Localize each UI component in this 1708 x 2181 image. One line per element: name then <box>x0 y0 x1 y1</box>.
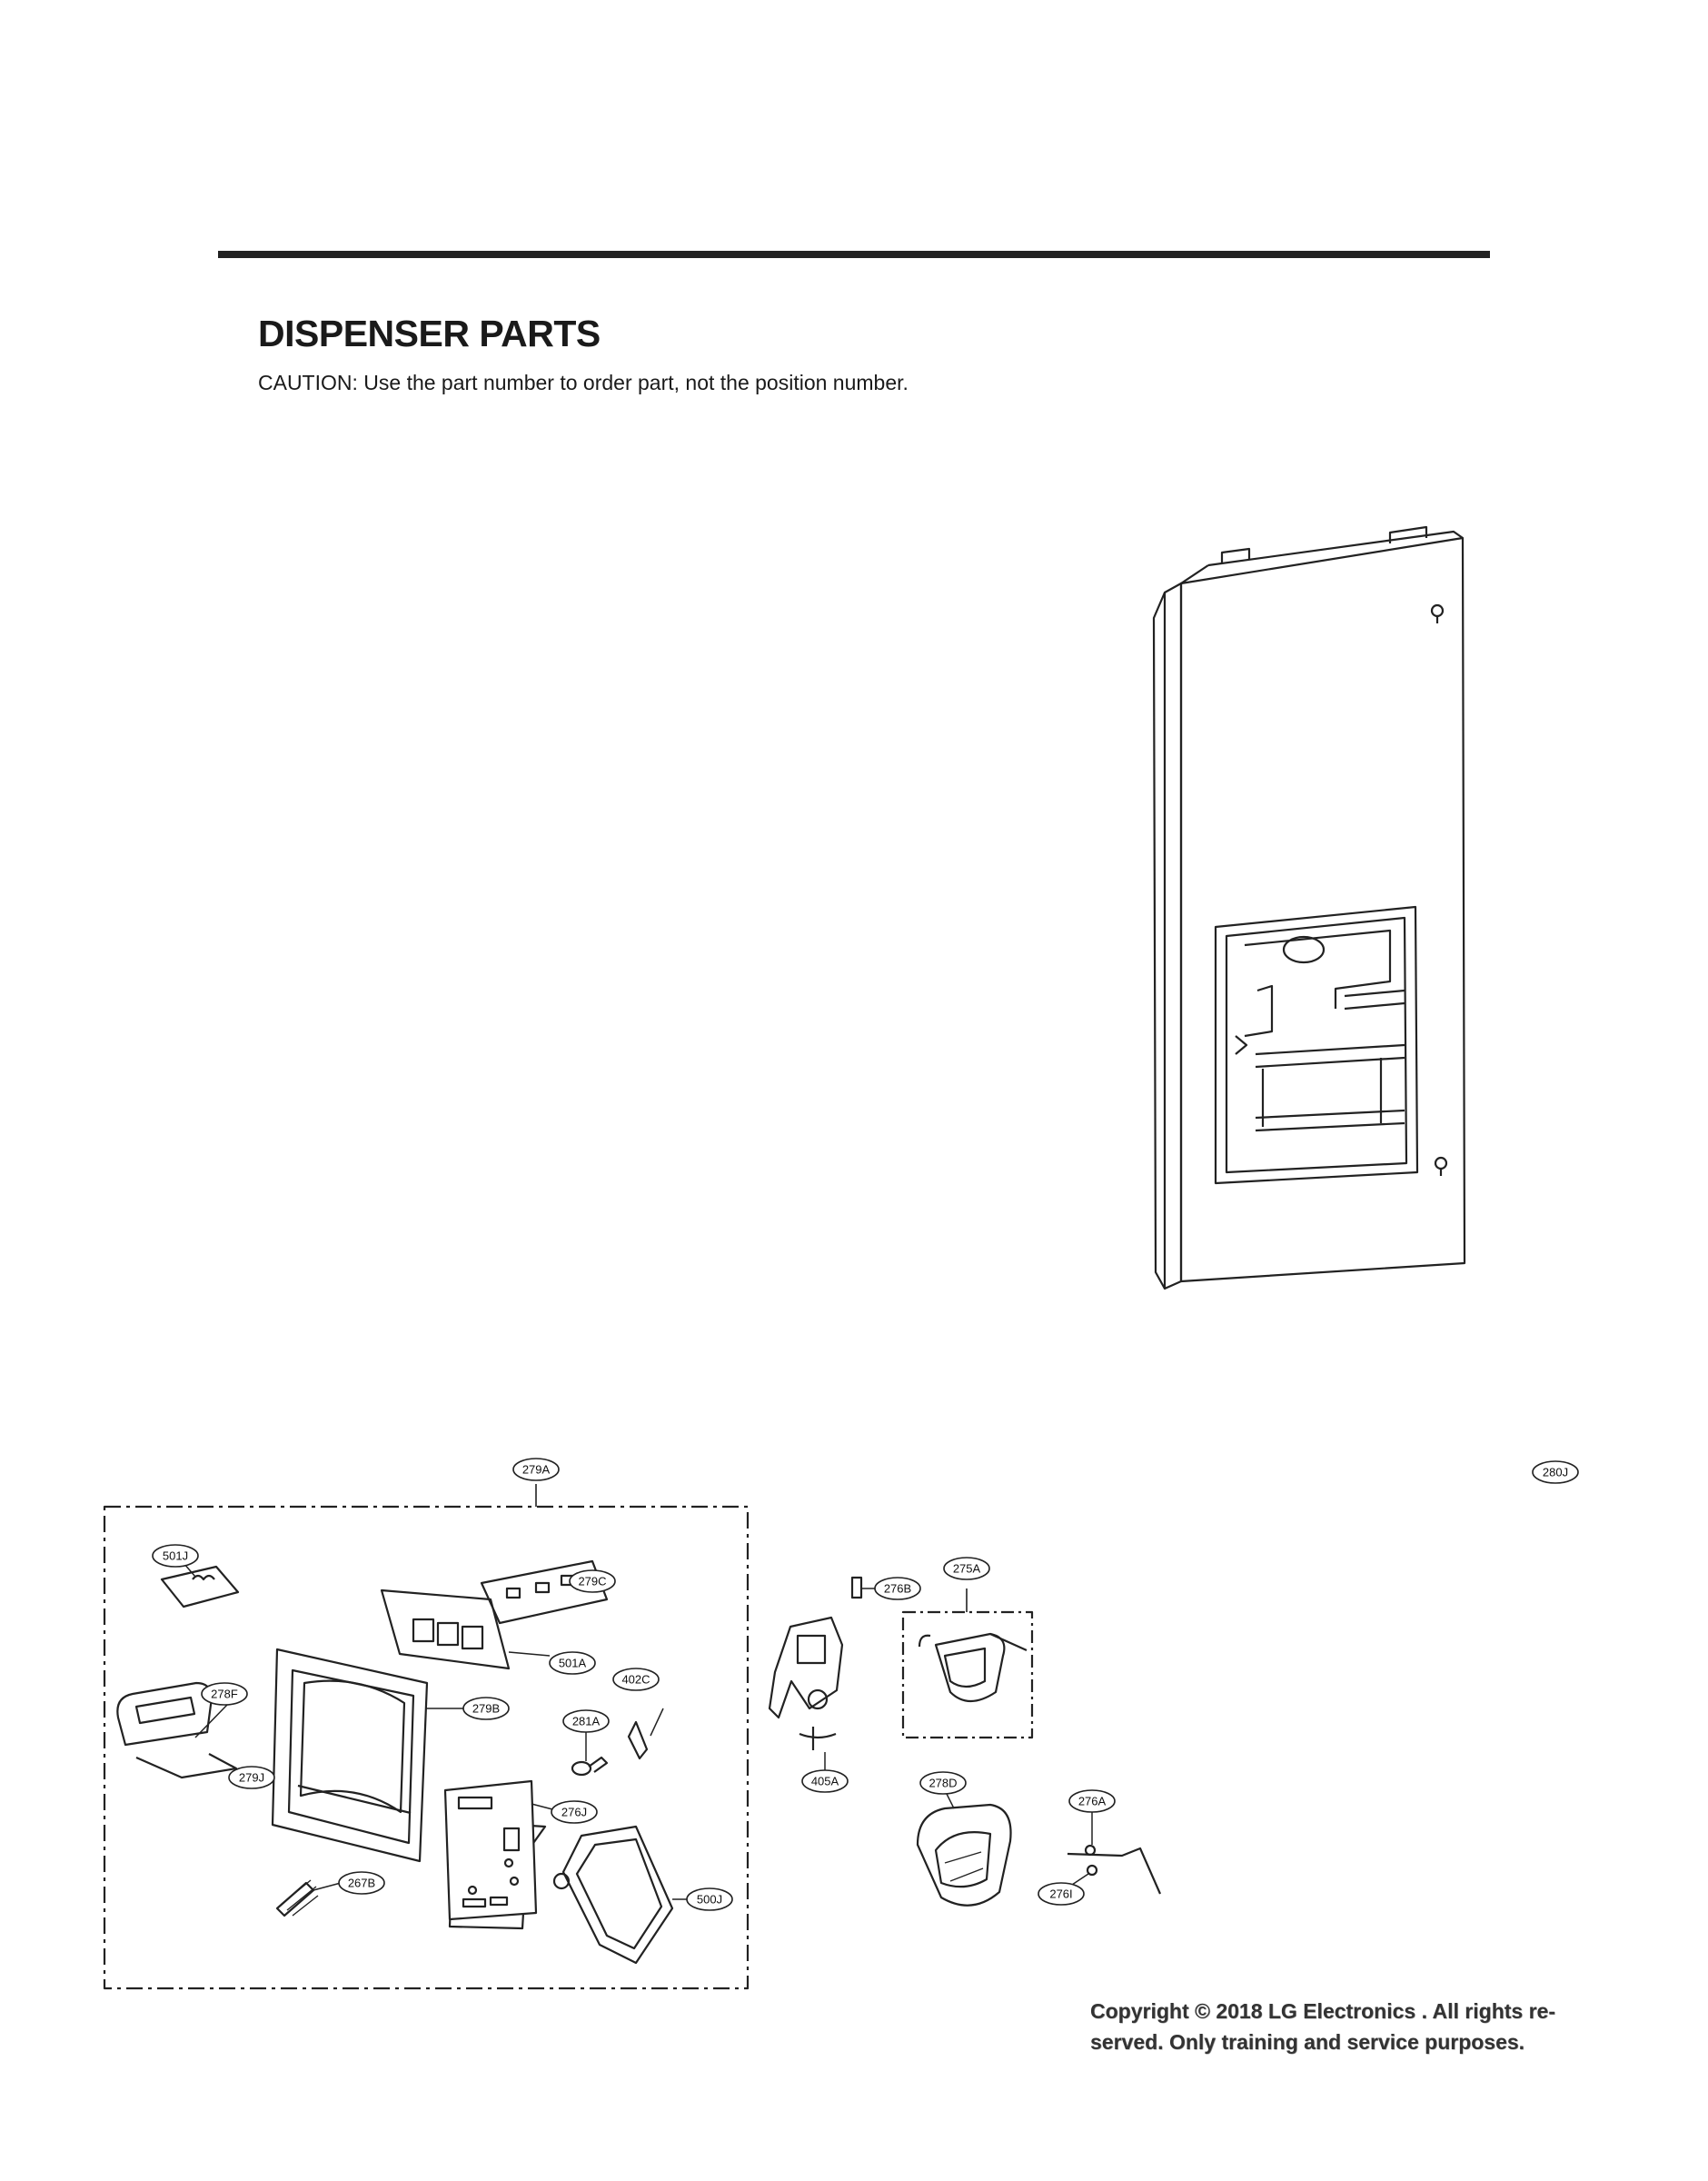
part-278D-funnel <box>916 1789 1012 1907</box>
door-assembly <box>1152 525 1466 1290</box>
part-405A-motor <box>768 1616 844 1772</box>
callout-405A: 405A <box>811 1775 839 1788</box>
callout-402C: 402C <box>621 1673 650 1687</box>
callout-279A: 279A <box>522 1463 551 1477</box>
part-402C-spring <box>627 1708 664 1760</box>
part-500J-housing <box>552 1825 689 1965</box>
part-279B-frame <box>271 1648 463 1863</box>
callout-279C: 279C <box>578 1575 606 1588</box>
part-501J-pad <box>160 1562 240 1608</box>
subassembly-275A-box <box>901 1610 1034 1739</box>
subassembly-279A-box <box>103 1505 750 1990</box>
part-276B-clip <box>850 1576 878 1599</box>
callout-279J: 279J <box>239 1771 264 1785</box>
callout-278F: 278F <box>211 1688 238 1701</box>
callout-280J: 280J <box>1543 1466 1568 1479</box>
callout-278D: 278D <box>928 1777 957 1790</box>
callout-281A: 281A <box>572 1715 601 1728</box>
callout-275A: 275A <box>953 1562 981 1576</box>
part-281A-switch <box>571 1732 609 1777</box>
part-276J-pcb <box>443 1779 557 1930</box>
copyright-line-1: Copyright © 2018 LG Electronics . All ri… <box>1090 1999 1555 2023</box>
callout-501J: 501J <box>163 1549 188 1563</box>
header-rule <box>218 251 1490 258</box>
part-276A-wire <box>1067 1810 1162 1895</box>
callout-501A: 501A <box>559 1657 587 1670</box>
copyright-line-2: served. Only training and service purpos… <box>1090 2030 1525 2054</box>
copyright-notice: Copyright © 2018 LG Electronics . All ri… <box>1090 1996 1555 2057</box>
part-278F-chute <box>116 1681 238 1779</box>
callout-267B: 267B <box>348 1877 375 1890</box>
part-275A-bracket <box>918 1632 1028 1703</box>
callout-276J: 276J <box>561 1806 587 1819</box>
callout-500J: 500J <box>697 1893 722 1907</box>
part-267B-spring <box>275 1879 342 1917</box>
callout-276B: 276B <box>884 1582 911 1596</box>
page-title: DISPENSER PARTS <box>258 313 601 354</box>
callout-276I: 276I <box>1049 1887 1072 1901</box>
part-501A-board <box>380 1588 551 1670</box>
callout-276A: 276A <box>1078 1795 1107 1808</box>
callout-279B: 279B <box>472 1702 500 1716</box>
caution-note: CAUTION: Use the part number to order pa… <box>258 371 909 394</box>
